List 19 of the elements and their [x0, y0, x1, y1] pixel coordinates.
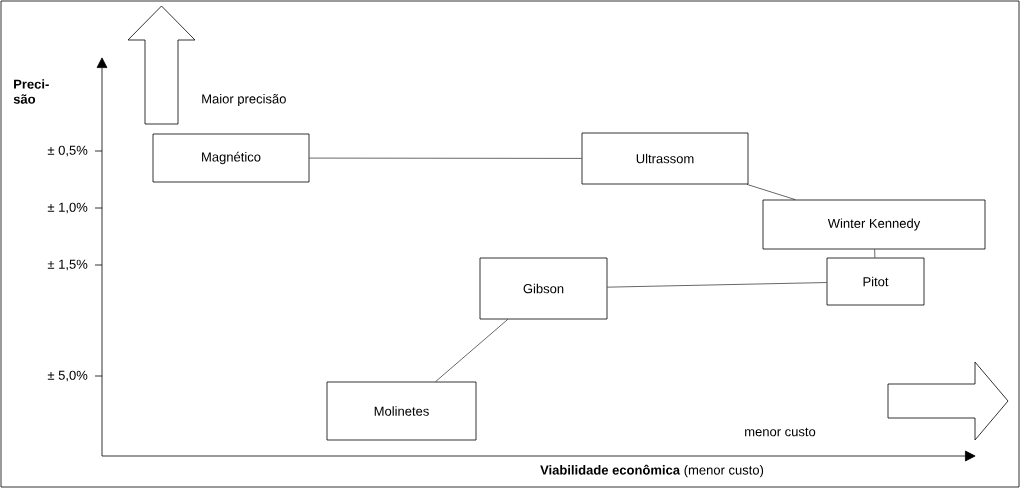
- tick-label: ± 1,0%: [47, 202, 88, 214]
- method-box: Pitot: [826, 257, 925, 306]
- axis-title: Viabilidade econômica (menor custo): [540, 464, 764, 478]
- direction-label: Maior precisão: [202, 93, 286, 107]
- method-box: Magnético: [152, 133, 310, 183]
- method-box: Ultrassom: [581, 132, 749, 185]
- tick-label: ± 5,0%: [47, 370, 88, 382]
- tick-label: ± 0,5%: [47, 145, 88, 157]
- direction-label: menor custo: [745, 427, 816, 437]
- method-box: Gibson: [479, 257, 608, 320]
- connector-line: [607, 282, 827, 288]
- method-box: Winter Kennedy: [762, 199, 986, 250]
- connector-line: [309, 157, 582, 159]
- connector-line: [874, 249, 876, 258]
- method-box: Molinetes: [326, 381, 477, 441]
- connector-line: [435, 319, 509, 382]
- axis-title: Preci- são: [13, 79, 49, 104]
- connector-line: [746, 184, 796, 200]
- tick-label: ± 1,5%: [47, 259, 88, 271]
